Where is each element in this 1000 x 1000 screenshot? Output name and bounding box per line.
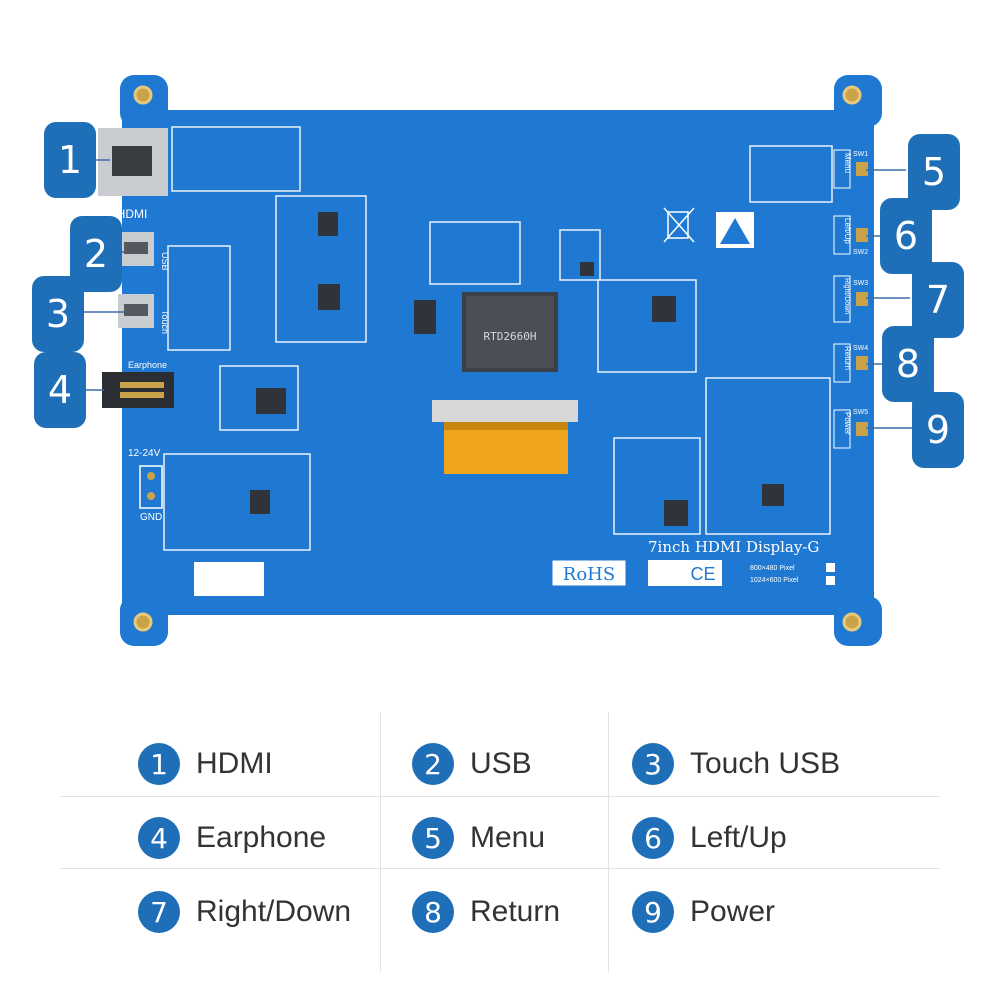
product-name: 7inch HDMI Display-G xyxy=(648,538,819,556)
earphone-silk: Earphone xyxy=(128,360,167,370)
callout-9: 9 xyxy=(912,392,964,468)
chip-label: RTD2660H xyxy=(484,330,537,343)
callout-5: 5 xyxy=(908,134,960,210)
legend-label: Power xyxy=(690,895,776,928)
legend-divider xyxy=(380,712,381,972)
sw5-silk: SW5 xyxy=(853,409,868,416)
legend-divider xyxy=(608,712,609,972)
pcb-diagram: RTD2660H HDMI USB Touch Earphon xyxy=(76,75,912,646)
sw-left-silk: Left/Up xyxy=(843,218,852,244)
usb-silk: USB xyxy=(160,252,170,271)
sw3-silk: SW3 xyxy=(853,280,868,287)
main-chip xyxy=(462,292,558,372)
legend-item-5: 5 Menu xyxy=(412,808,545,868)
touch-silk: Touch xyxy=(160,310,170,334)
resolution-1: 800×480 Pixel xyxy=(750,565,795,572)
ce-box xyxy=(648,560,722,586)
legend: 1 HDMI 2 USB 3 Touch USB 4 Earphone 5 Me… xyxy=(60,712,940,972)
resolution-2: 1024×600 Pixel xyxy=(750,577,799,584)
rohs-text: RoHS xyxy=(563,564,615,585)
legend-label: Return xyxy=(470,895,561,928)
legend-item-6: 6 Left/Up xyxy=(632,808,787,868)
legend-divider xyxy=(60,796,940,797)
legend-label: Left/Up xyxy=(690,821,787,854)
rohs-box xyxy=(551,559,627,587)
legend-number: 3 xyxy=(632,743,674,785)
esd-warning-icon xyxy=(716,212,754,248)
callout-3: 3 xyxy=(32,276,84,352)
callout-7: 7 xyxy=(912,262,964,338)
ribbon-connector xyxy=(432,400,578,474)
legend-item-8: 8 Return xyxy=(412,882,560,942)
legend-item-7: 7 Right/Down xyxy=(138,882,351,942)
legend-number: 6 xyxy=(632,817,674,859)
legend-number: 4 xyxy=(138,817,180,859)
legend-number: 1 xyxy=(138,743,180,785)
legend-label: HDMI xyxy=(196,747,273,780)
small-ics xyxy=(250,212,784,526)
usb-port xyxy=(118,232,154,266)
silkscreen-blocks xyxy=(163,126,833,551)
legend-number: 9 xyxy=(632,891,674,933)
gnd-silk: GND xyxy=(140,512,162,523)
callout-8: 8 xyxy=(882,326,934,402)
res-check-1 xyxy=(826,563,835,572)
legend-number: 7 xyxy=(138,891,180,933)
legend-item-2: 2 USB xyxy=(412,734,532,794)
weee-bin-icon xyxy=(663,207,695,243)
sw-menu-silk: Menu xyxy=(843,153,852,173)
sw1-silk: SW1 xyxy=(853,151,868,158)
legend-label: Earphone xyxy=(196,821,327,854)
legend-item-1: 1 HDMI xyxy=(138,734,273,794)
legend-label: Touch USB xyxy=(690,747,841,780)
legend-number: 8 xyxy=(412,891,454,933)
switch-label-boxes xyxy=(833,149,851,449)
power-silk: 12-24V xyxy=(128,448,161,459)
sw2-silk: SW2 xyxy=(853,249,868,256)
touch-usb-port xyxy=(118,294,154,328)
callout-1: 1 xyxy=(44,122,96,198)
callout-4: 4 xyxy=(34,352,86,428)
res-check-2 xyxy=(826,576,835,585)
sw-power-silk: Power xyxy=(843,412,852,435)
blank-label xyxy=(194,562,264,596)
sw4-silk: SW4 xyxy=(853,345,868,352)
sw-return-silk: Return xyxy=(843,346,852,370)
hdmi-silk: HDMI xyxy=(117,207,148,221)
legend-item-4: 4 Earphone xyxy=(138,808,326,868)
hdmi-port xyxy=(98,128,168,196)
legend-item-9: 9 Power xyxy=(632,882,775,942)
power-header xyxy=(139,465,163,509)
legend-label: USB xyxy=(470,747,532,780)
ce-text: CE xyxy=(690,564,715,584)
legend-divider xyxy=(60,868,940,869)
mounting-holes xyxy=(133,85,862,632)
earphone-jack xyxy=(102,372,174,408)
legend-number: 5 xyxy=(412,817,454,859)
legend-label: Right/Down xyxy=(196,895,352,928)
callout-6: 6 xyxy=(880,198,932,274)
legend-label: Menu xyxy=(470,821,546,854)
legend-item-3: 3 Touch USB xyxy=(632,734,840,794)
side-switches xyxy=(856,162,868,436)
sw-right-silk: Right/Down xyxy=(843,278,850,314)
legend-number: 2 xyxy=(412,743,454,785)
